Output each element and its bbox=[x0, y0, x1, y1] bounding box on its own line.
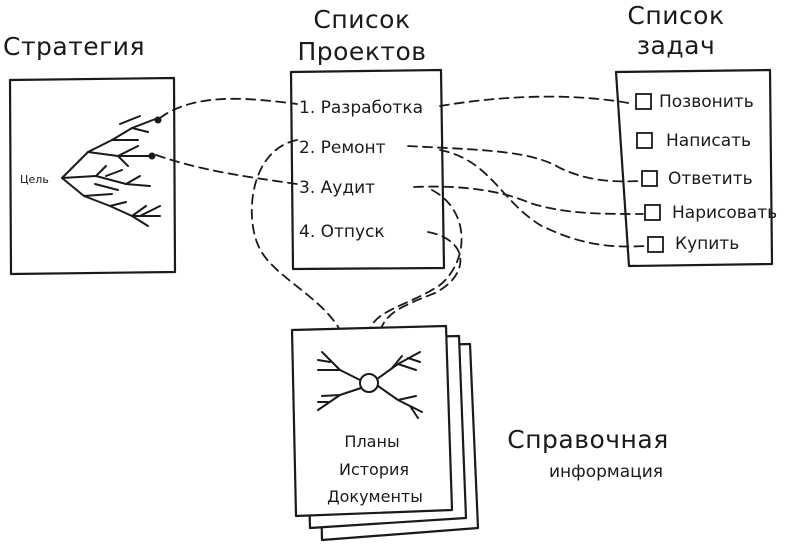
document-sheet-front bbox=[290, 324, 454, 518]
task-item: Купить bbox=[675, 234, 739, 254]
goal-label: Цель bbox=[20, 173, 49, 186]
connector-vacation-docs bbox=[379, 231, 462, 333]
projects-heading-line1: Список bbox=[313, 5, 410, 34]
project-item: 3. Аудит bbox=[299, 178, 375, 198]
tree-node-dot bbox=[148, 152, 156, 160]
checkbox-icon[interactable] bbox=[644, 204, 661, 221]
connector-audit-docs bbox=[369, 189, 463, 331]
tasks-heading-line1: Список bbox=[627, 1, 724, 30]
project-item: 2. Ремонт bbox=[299, 138, 386, 158]
doc-line-history: История bbox=[339, 460, 409, 479]
projects-heading-line2: Проектов bbox=[297, 37, 426, 66]
connector-lines bbox=[155, 95, 647, 333]
connector-strategy-dev bbox=[159, 97, 298, 119]
tasks-heading-line2: задач bbox=[637, 31, 716, 60]
connector-dev-call bbox=[439, 95, 635, 107]
project-item: 4. Отпуск bbox=[299, 222, 385, 242]
task-item: Ответить bbox=[668, 169, 753, 189]
reference-label-line2: информация bbox=[549, 462, 663, 482]
connector-strategy-audit bbox=[155, 154, 298, 185]
task-item: Написать bbox=[666, 131, 751, 151]
connector-repair-docs bbox=[250, 139, 341, 331]
goal-tree-icon bbox=[61, 115, 161, 227]
mind-map-icon bbox=[317, 351, 423, 419]
connector-repair-buy bbox=[439, 149, 647, 248]
checkbox-icon[interactable] bbox=[635, 93, 652, 110]
doc-line-plans: Планы bbox=[344, 432, 399, 451]
connector-repair-answer bbox=[407, 145, 641, 183]
checkbox-icon[interactable] bbox=[636, 132, 653, 149]
checkbox-icon[interactable] bbox=[647, 236, 664, 253]
projects-card bbox=[289, 68, 446, 271]
project-item: 1. Разработка bbox=[299, 98, 423, 118]
reference-label-line1: Справочная bbox=[507, 425, 669, 454]
task-item: Нарисовать bbox=[672, 203, 777, 223]
checkbox-icon[interactable] bbox=[641, 170, 658, 187]
doc-line-documents: Документы bbox=[327, 487, 423, 506]
strategy-heading: Стратегия bbox=[3, 32, 145, 61]
connector-audit-draw bbox=[413, 185, 644, 215]
task-item: Позвонить bbox=[659, 92, 754, 112]
